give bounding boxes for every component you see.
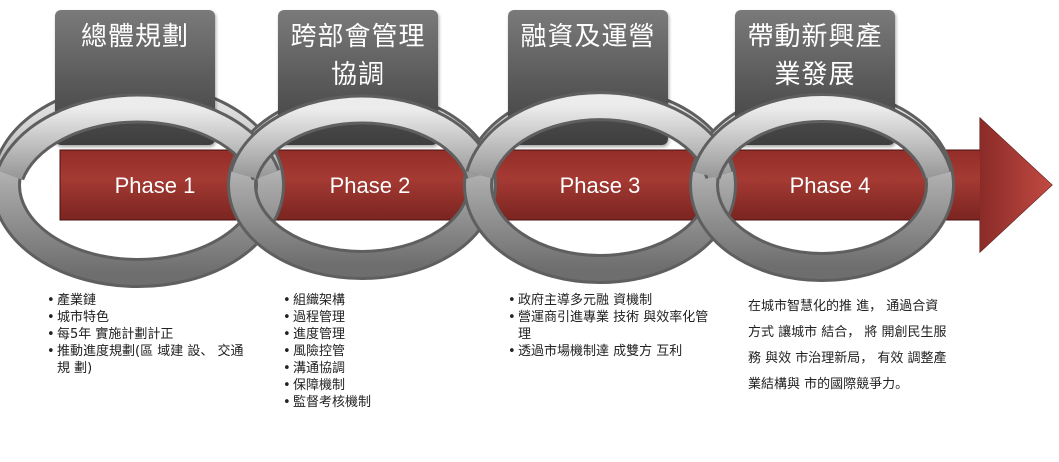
header-box-4: 帶動新興產業發展 <box>735 10 895 145</box>
detail-item: 風險控管 <box>283 343 443 360</box>
phase-2-details: 組織架構 過程管理 進度管理 風險控管 溝通協調 保障機制 監督考核機制 <box>283 292 443 411</box>
detail-item: 透過市場機制達 成雙方 互利 <box>508 343 713 360</box>
detail-item: 推動進度規劃(區 域建 設、 交通 規 劃) <box>47 343 247 377</box>
header-box-3: 融資及運營 <box>508 10 668 145</box>
phase-1-label: Phase 1 <box>115 173 196 198</box>
header-box-2: 跨部會管理協調 <box>278 10 438 145</box>
phase-2-label: Phase 2 <box>330 173 411 198</box>
phase-4-details: 在城市智慧化的推 進， 通過合資方式 讓城市 結合， 將 開創民生服務 與效 市… <box>748 299 947 392</box>
header-2-text: 跨部會管理協調 <box>290 22 426 90</box>
phase-1-details: 產業鏈 城市特色 每5年 實施計劃計正 推動進度規劃(區 域建 設、 交通 規 … <box>47 292 247 377</box>
detail-item: 城市特色 <box>47 309 247 326</box>
detail-item: 組織架構 <box>283 292 443 309</box>
detail-item: 監督考核機制 <box>283 394 443 411</box>
phase-4-label: Phase 4 <box>790 173 871 198</box>
header-1-text: 總體規劃 <box>80 22 189 52</box>
phase-3-label: Phase 3 <box>560 173 641 198</box>
header-box-1: 總體規劃 <box>55 10 215 145</box>
header-4-text: 帶動新興產業發展 <box>747 22 883 90</box>
phase-3-details: 政府主導多元融 資機制 營運商引進專業 技術 與效率化管理 透過市場機制達 成雙… <box>508 292 713 360</box>
detail-item: 每5年 實施計劃計正 <box>47 326 247 343</box>
detail-item: 政府主導多元融 資機制 <box>508 292 713 309</box>
header-3-text: 融資及運營 <box>520 22 656 52</box>
detail-item: 進度管理 <box>283 326 443 343</box>
detail-item: 溝通協調 <box>283 360 443 377</box>
detail-item: 產業鏈 <box>47 292 247 309</box>
detail-item: 營運商引進專業 技術 與效率化管理 <box>508 309 713 343</box>
detail-item: 保障機制 <box>283 377 443 394</box>
detail-item: 過程管理 <box>283 309 443 326</box>
arrow-head <box>980 118 1052 252</box>
